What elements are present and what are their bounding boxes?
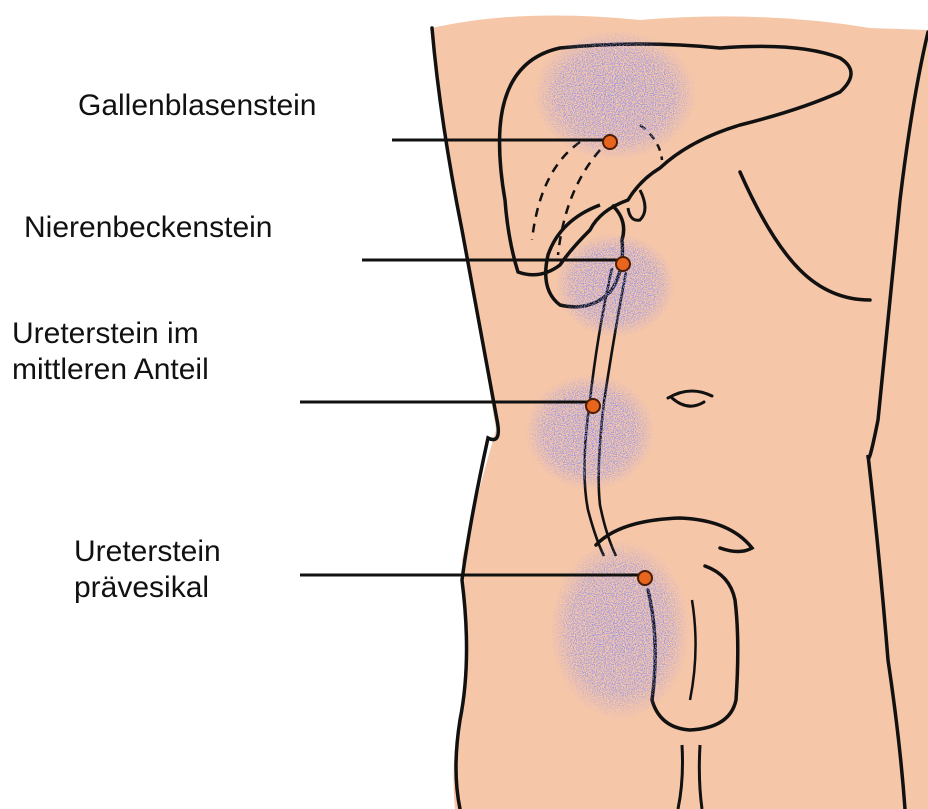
label-gallbladder-stone: Gallenblasenstein (78, 88, 317, 124)
label-prevesical-line1: Ureterstein (74, 534, 221, 570)
pain-area-prevesical (550, 540, 690, 720)
label-mid-ureter-stone: Ureterstein im mittleren Anteil (12, 316, 209, 388)
stone-renal-pelvis (616, 257, 630, 271)
stone-gallbladder (603, 135, 617, 149)
label-mid-ureter-line2: mittleren Anteil (12, 352, 209, 388)
stone-mid-ureter (586, 399, 600, 413)
pain-area-mid-ureter (525, 374, 655, 490)
label-renal-pelvis-stone: Nierenbeckenstein (24, 210, 272, 246)
stone-prevesical (638, 571, 652, 585)
label-prevesical-line2: prävesikal (74, 570, 221, 606)
pain-area-renal-pelvis (555, 233, 675, 337)
label-mid-ureter-line1: Ureterstein im (12, 316, 209, 352)
label-prevesical-stone: Ureterstein prävesikal (74, 534, 221, 606)
